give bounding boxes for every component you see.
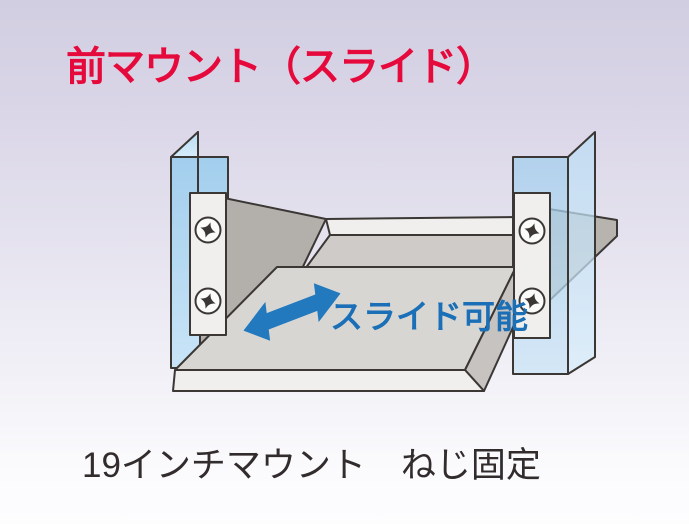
left-mount-bracket xyxy=(190,193,226,335)
screw-icon xyxy=(196,218,221,243)
screw-icon xyxy=(520,289,545,314)
right-mount-bracket xyxy=(514,193,550,338)
rear-rail-front xyxy=(305,235,520,269)
right-rail-flange xyxy=(568,132,595,374)
tray-front-edge xyxy=(173,370,484,391)
sliding-tray xyxy=(173,267,534,391)
screw-icon xyxy=(196,289,221,314)
page-title: 前マウント（スライド） xyxy=(66,45,496,89)
caption: 19インチマウント ねじ固定 xyxy=(82,446,541,485)
screw-icon xyxy=(520,219,545,244)
slide-label: スライド可能 xyxy=(330,298,528,335)
slide-arrow-icon xyxy=(243,283,341,341)
left-rail-flange xyxy=(171,132,198,157)
rear-rail-top xyxy=(326,217,520,235)
rear-rail xyxy=(305,217,520,269)
